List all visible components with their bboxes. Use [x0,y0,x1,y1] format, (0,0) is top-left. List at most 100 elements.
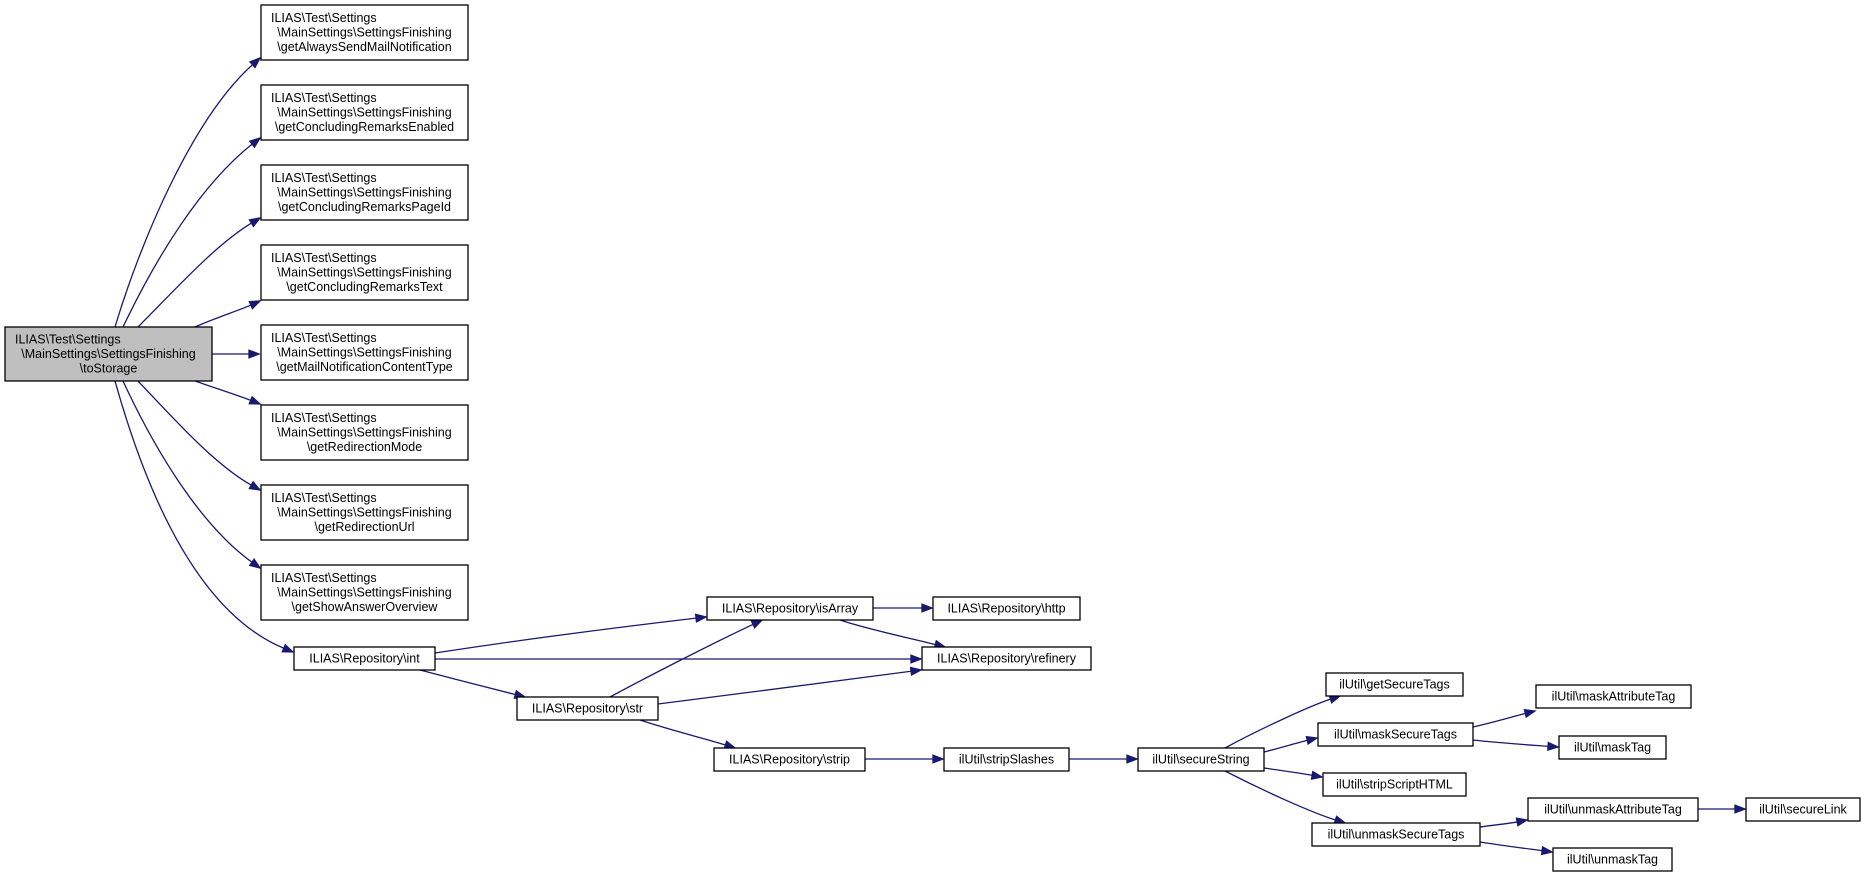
arrowhead-icon [248,56,262,69]
node-get-always-send-mail-notification[interactable]: ILIAS\Test\Settings\MainSettings\Setting… [260,4,469,61]
node-get-show-answer-overview[interactable]: ILIAS\Test\Settings\MainSettings\Setting… [260,564,469,621]
node-label-line: \MainSettings\SettingsFinishing [277,505,451,519]
node-label-line: \toStorage [80,361,138,375]
node-repository-http[interactable]: ILIAS\Repository\http [932,596,1081,621]
node-ilutil-unmask-tag[interactable]: ilUtil\unmaskTag [1552,847,1673,872]
edge-repository-int-to-repository-is-array [434,613,708,654]
edge-to-storage-to-get-concluding-remarks-text [194,300,262,328]
node-label-line: ilUtil\maskSecureTags [1334,727,1457,741]
node-get-redirection-url[interactable]: ILIAS\Test\Settings\MainSettings\Setting… [260,484,469,541]
edge-to-storage-to-get-redirection-mode [194,380,262,405]
node-label-line: \getShowAnswerOverview [292,600,439,614]
edge-repository-int-to-repository-refinery [435,654,923,664]
arrowhead-icon [1310,770,1324,780]
node-label-line: ILIAS\Test\Settings [15,332,121,346]
node-repository-str[interactable]: ILIAS\Repository\str [516,696,659,721]
node-label-line: ILIAS\Repository\int [309,651,420,665]
edge-line [657,670,913,705]
node-box [1552,847,1673,872]
edge-line [122,380,254,564]
node-ilutil-secure-link[interactable]: ilUtil\secureLink [1745,797,1861,822]
node-label-line: ilUtil\getSecureTags [1339,677,1449,691]
arrowhead-icon [1547,741,1560,751]
node-label-line: \getAlwaysSendMailNotification [277,40,451,54]
edge-ilutil-mask-secure-tags-to-ilutil-mask-attribute-tag [1472,708,1537,728]
arrowhead-icon [1515,817,1529,827]
edge-line [609,623,755,698]
node-get-redirection-mode[interactable]: ILIAS\Test\Settings\MainSettings\Setting… [260,404,469,461]
node-box [260,244,469,301]
node-label-line: ILIAS\Test\Settings [271,11,377,25]
edge-line [1479,841,1544,852]
arrowhead-icon [1328,694,1342,704]
node-ilutil-secure-string[interactable]: ilUtil\secureString [1137,747,1265,772]
node-box [1137,747,1265,772]
arrowhead-icon [694,613,708,623]
edge-ilutil-secure-string-to-ilutil-mask-secure-tags [1263,735,1319,753]
edge-line [1224,698,1332,749]
call-nodes: ILIAS\Test\Settings\MainSettings\Setting… [4,4,1861,872]
node-label-line: ILIAS\Test\Settings [271,331,377,345]
node-ilutil-strip-script-html[interactable]: ilUtil\stripScriptHTML [1322,772,1467,797]
edge-line [1472,712,1527,728]
edge-to-storage-to-get-concluding-remarks-enabled [122,136,262,328]
node-box [260,84,469,141]
edge-to-storage-to-get-redirection-url [137,380,262,491]
arrowhead-icon [248,300,262,310]
edge-to-storage-to-get-always-send-mail-notification [114,56,262,328]
node-repository-is-array[interactable]: ILIAS\Repository\isArray [706,596,874,621]
node-label-line: \MainSettings\SettingsFinishing [277,185,451,199]
node-box [4,326,213,382]
node-label-line: \MainSettings\SettingsFinishing [277,25,451,39]
node-ilutil-strip-slashes[interactable]: ilUtil\stripSlashes [943,747,1070,772]
node-box [260,484,469,541]
node-repository-strip[interactable]: ILIAS\Repository\strip [713,747,866,772]
edge-to-storage-to-get-concluding-remarks-page-id [137,217,262,328]
node-box [516,696,659,721]
edge-ilutil-secure-string-to-ilutil-strip-script-html [1263,767,1324,780]
arrowhead-icon [248,480,262,491]
node-box [260,564,469,621]
node-label-line: ilUtil\stripScriptHTML [1336,777,1453,791]
node-label-line: ilUtil\maskAttributeTag [1552,689,1676,703]
edge-line [122,142,254,328]
edge-to-storage-to-repository-int [114,380,295,653]
node-label-line: \getMailNotificationContentType [276,360,453,374]
node-box [260,324,469,381]
arrowhead-icon [248,349,261,359]
node-get-concluding-remarks-text[interactable]: ILIAS\Test\Settings\MainSettings\Setting… [260,244,469,301]
node-ilutil-unmask-attribute-tag[interactable]: ilUtil\unmaskAttributeTag [1527,797,1699,822]
edge-repository-strip-to-ilutil-strip-slashes [865,754,945,764]
node-get-concluding-remarks-page-id[interactable]: ILIAS\Test\Settings\MainSettings\Setting… [260,164,469,221]
node-box [1558,735,1667,760]
edge-line [1263,739,1309,753]
edge-line [1263,767,1314,777]
arrowhead-icon [750,619,764,629]
arrowhead-icon [932,754,945,764]
edge-repository-is-array-to-repository-refinery [839,619,947,649]
node-repository-int[interactable]: ILIAS\Repository\int [293,646,436,671]
node-ilutil-unmask-secure-tags[interactable]: ilUtil\unmaskSecureTags [1311,822,1481,847]
arrowhead-icon [1540,845,1554,856]
node-to-storage[interactable]: ILIAS\Test\Settings\MainSettings\Setting… [4,326,213,382]
node-get-mail-notification-content-type[interactable]: ILIAS\Test\Settings\MainSettings\Setting… [260,324,469,381]
node-label-line: ilUtil\unmaskSecureTags [1328,827,1465,841]
node-box [293,646,436,671]
node-box [1311,822,1481,847]
node-label-line: ilUtil\stripSlashes [959,752,1054,766]
node-ilutil-mask-tag[interactable]: ilUtil\maskTag [1558,735,1667,760]
node-label-line: \getRedirectionMode [307,440,422,454]
node-get-concluding-remarks-enabled[interactable]: ILIAS\Test\Settings\MainSettings\Setting… [260,84,469,141]
arrowhead-icon [1126,754,1139,764]
arrowhead-icon [248,395,262,405]
edge-repository-str-to-repository-strip [639,719,737,750]
node-repository-refinery[interactable]: ILIAS\Repository\refinery [921,646,1092,671]
edge-ilutil-secure-string-to-ilutil-get-secure-tags [1224,694,1342,749]
edge-line [839,619,937,646]
node-box [921,646,1092,671]
node-ilutil-get-secure-tags[interactable]: ilUtil\getSecureTags [1325,672,1464,697]
node-ilutil-mask-attribute-tag[interactable]: ilUtil\maskAttributeTag [1535,684,1692,709]
node-box [713,747,866,772]
node-ilutil-mask-secure-tags[interactable]: ilUtil\maskSecureTags [1317,722,1474,747]
